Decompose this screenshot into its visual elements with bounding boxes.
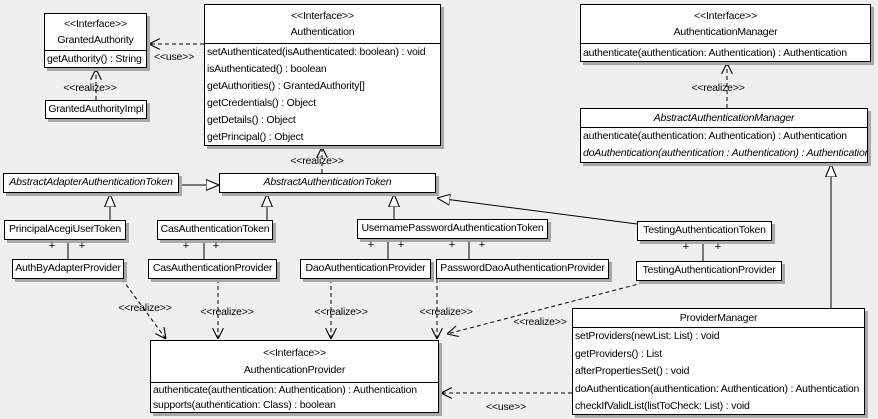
class-name: GrantedAuthorityImpl [48, 103, 144, 115]
method: getProviders() : List [575, 347, 662, 360]
class-name: PrincipalAcegiUserToken [8, 223, 122, 235]
realize-label: <<realize>> [691, 82, 745, 94]
class-name: CasAuthenticationProvider [152, 262, 273, 274]
use-label: <<use>> [153, 51, 195, 63]
realize-label: <<realize>> [513, 316, 567, 328]
class-name: AuthByAdapterProvider [15, 262, 121, 274]
class-name: GrantedAuthority [57, 34, 134, 46]
class-abstract-adapter-authentication-token: AbstractAdapterAuthenticationToken [3, 173, 179, 193]
class-name: UsernamePasswordAuthenticationToken [361, 222, 544, 234]
realize-label: <<realize>> [314, 306, 368, 318]
edge-gen-testing-token [437, 198, 638, 225]
method: isAuthenticated() : boolean [207, 63, 327, 75]
class-auth-by-adapter-provider: AuthByAdapterProvider [12, 259, 124, 279]
class-name: AuthenticationProvider [243, 364, 346, 377]
realize-label: <<realize>> [118, 302, 172, 314]
method: authenticate(authentication: Authenticat… [583, 47, 847, 59]
class-testing-authentication-token: TestingAuthenticationToken [637, 221, 772, 241]
class-granted-authority-impl: GrantedAuthorityImpl [45, 100, 147, 119]
class-authentication: <<Interface>> Authentication setAuthenti… [204, 4, 441, 146]
realize-label: <<realize>> [290, 155, 344, 167]
realize-label: <<realize>> [419, 306, 473, 318]
method: getAuthorities() : GrantedAuthority[] [207, 80, 365, 92]
class-cas-authentication-token: CasAuthenticationToken [157, 220, 273, 240]
class-name: CasAuthenticationToken [160, 223, 270, 235]
class-authentication-provider: <<Interface>> AuthenticationProvider aut… [150, 340, 439, 413]
plus-label: + [682, 241, 690, 253]
class-name: AbstractAuthenticationManager [653, 112, 795, 124]
method: getCredentials() : Object [207, 97, 316, 109]
class-name: Authentication [290, 26, 355, 39]
realize-label: <<realize>> [200, 306, 254, 318]
use-label: <<use>> [485, 401, 527, 413]
method: checkIfValidList(listToCheck: List) : vo… [575, 400, 750, 412]
class-password-dao-authentication-provider: PasswordDaoAuthenticationProvider [436, 259, 609, 279]
class-dao-authentication-provider: DaoAuthenticationProvider [300, 259, 431, 279]
edge-realize-authbyadapter [121, 278, 166, 339]
method: setAuthenticated(isAuthenticated: boolea… [207, 46, 426, 58]
stereotype: <<Interface>> [291, 9, 354, 22]
class-abstract-authentication-token: AbstractAuthenticationToken [219, 173, 436, 193]
method: getAuthority() : String [47, 53, 142, 65]
class-granted-authority: <<Interface>> GrantedAuthority getAuthor… [44, 13, 147, 68]
method: setProviders(newList: List) : void [575, 330, 720, 342]
plus-label: + [478, 239, 486, 251]
plus-label: + [212, 240, 220, 252]
method: afterPropertiesSet() : void [575, 365, 690, 377]
class-name: AbstractAuthenticationToken [263, 176, 392, 188]
class-name: DaoAuthenticationProvider [305, 262, 426, 274]
plus-label: + [78, 240, 86, 252]
method: getDetails() : Object [207, 114, 296, 126]
class-name: AbstractAdapterAuthenticationToken [9, 176, 173, 188]
class-name: TestingAuthenticationToken [643, 224, 766, 236]
class-authentication-manager: <<Interface>> AuthenticationManager auth… [580, 4, 871, 62]
method: authenticate(authentication: Authenticat… [153, 384, 417, 396]
class-testing-authentication-provider: TestingAuthenticationProvider [636, 261, 782, 281]
plus-label: + [397, 239, 405, 251]
class-cas-authentication-provider: CasAuthenticationProvider [148, 259, 277, 279]
plus-label: + [448, 239, 456, 251]
method: doAuthentication(authentication: Authent… [575, 382, 860, 395]
stereotype: <<Interface>> [64, 18, 127, 30]
class-username-password-authentication-token: UsernamePasswordAuthenticationToken [357, 219, 548, 239]
realize-label: <<realize>> [63, 82, 117, 94]
plus-label: + [714, 241, 722, 253]
class-abstract-authentication-manager: AbstractAuthenticationManager authentica… [580, 108, 868, 163]
class-name: ProviderManager [679, 312, 758, 324]
class-name: AuthenticationManager [673, 26, 778, 39]
stereotype: <<Interface>> [263, 346, 326, 359]
plus-label: + [48, 240, 56, 252]
plus-label: + [182, 240, 190, 252]
method: doAuthentication(authentication : Authen… [583, 147, 867, 159]
method: authenticate(authentication: Authenticat… [583, 130, 847, 142]
class-name: PasswordDaoAuthenticationProvider [440, 262, 605, 274]
class-principal-acegi-user-token: PrincipalAcegiUserToken [4, 220, 126, 240]
method: getPrincipal() : Object [207, 131, 304, 143]
method: supports(authentication: Class) : boolea… [153, 399, 336, 411]
stereotype: <<Interface>> [694, 9, 757, 22]
class-provider-manager: ProviderManager setProviders(newList: Li… [572, 308, 865, 415]
class-name: TestingAuthenticationProvider [642, 264, 776, 276]
plus-label: + [367, 239, 375, 251]
